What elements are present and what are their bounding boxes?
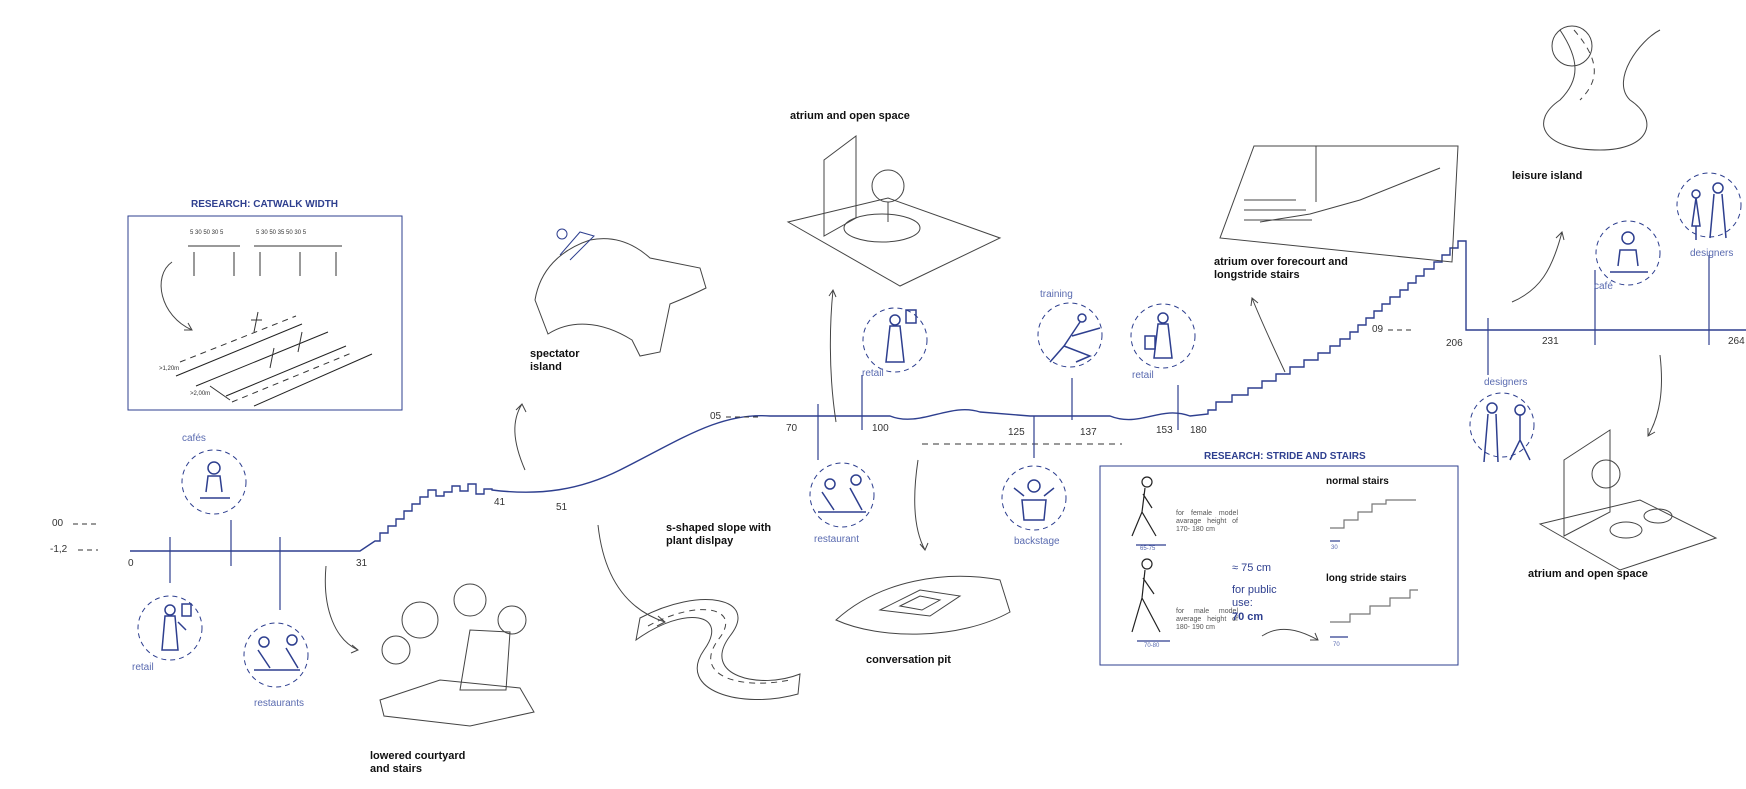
atrium-open-space-label-1: atrium and open space: [790, 110, 910, 122]
conversation-pit-label: conversation pit: [866, 654, 951, 666]
catwalk-dims-2: 5 30 50 35 50 30 5: [256, 230, 307, 236]
catwalk-dims-1: 5 30 50 30 5: [190, 230, 224, 236]
distance-label: 125: [1008, 427, 1025, 438]
arrow-icon: [828, 288, 837, 423]
person-icon: [161, 603, 192, 651]
program-label-restaurants: restaurants: [254, 698, 305, 709]
normal-stairs-dim: 30: [1331, 545, 1338, 551]
male-stride-range: 70-80: [1144, 643, 1160, 649]
distance-label: 231: [1542, 336, 1559, 347]
program-label-designers: designers: [1484, 377, 1528, 388]
spectator-island-label: spectator island: [530, 348, 580, 373]
atrium-open-space-sketch-1: [786, 135, 1002, 287]
distance-label: 206: [1446, 338, 1463, 349]
level-09-label: 09: [1372, 324, 1384, 335]
program-label-backstage: backstage: [1014, 536, 1060, 547]
approx-stride-value: ≈ 75 cm: [1232, 562, 1272, 574]
lowered-courtyard-label: lowered courtyard and stairs: [370, 750, 466, 775]
level-05-label: 05: [710, 411, 722, 422]
public-use-label: for public use:: [1232, 584, 1277, 609]
distance-label: 0: [128, 558, 134, 569]
normal-stairs-label: normal stairs: [1326, 476, 1389, 487]
cafe-circle: [1595, 220, 1661, 286]
program-label-retail: retail: [132, 662, 154, 673]
catwalk-width-1: >1,20m: [159, 366, 180, 372]
female-stride-range: 65-75: [1140, 546, 1156, 552]
retail-circle-3: [1130, 303, 1196, 369]
section-profile-line: [130, 240, 1746, 552]
arrow-icon: [597, 524, 666, 627]
program-label-restaurant: restaurant: [814, 534, 860, 545]
retail-circle-1: [137, 595, 203, 661]
stride-research-box: [1099, 465, 1459, 666]
program-label-retail: retail: [862, 368, 884, 379]
program-label-training: training: [1040, 289, 1073, 300]
male-stride-text: for male model average height of 180- 19…: [1176, 608, 1238, 631]
level-m12-label: -1,2: [50, 544, 68, 555]
person-icon: [1610, 231, 1648, 273]
walking-figure-icon: [1131, 476, 1157, 537]
catwalk-research-title: RESEARCH: CATWALK WIDTH: [191, 199, 339, 210]
restaurants-circle: [243, 622, 309, 688]
cafes-circle: [181, 449, 247, 515]
person-icon: [1013, 479, 1055, 521]
person-icon: [1144, 312, 1173, 359]
distance-label: 70: [786, 423, 798, 434]
s-slope-sketch: [635, 599, 801, 700]
walking-figure-icon: [1131, 558, 1161, 633]
distance-label: 180: [1190, 425, 1207, 436]
program-label-cafes: cafés: [182, 433, 206, 444]
distance-label: 137: [1080, 427, 1097, 438]
long-stairs-dim: 70: [1333, 642, 1340, 648]
lowered-courtyard-sketch: [379, 583, 535, 727]
catwalk-research-box: [127, 215, 403, 411]
backstage-circle: [1001, 465, 1067, 531]
atrium-forecourt-label: atrium over forecourt and longstride sta…: [1214, 256, 1348, 281]
female-stride-text: for female model avarage height of 170- …: [1176, 510, 1238, 533]
arrow-icon: [1261, 628, 1319, 641]
public-use-value: 70 cm: [1232, 611, 1264, 623]
level-00-label: 00: [52, 518, 64, 529]
distance-label: 100: [872, 423, 889, 434]
person-icon: [200, 461, 230, 499]
training-circle: [1037, 302, 1103, 368]
program-label-designers: designers: [1690, 248, 1734, 259]
arrow-icon: [914, 459, 929, 551]
person-icon: [1691, 182, 1727, 240]
distance-label: 264: [1728, 336, 1745, 347]
catwalk-width-2: >2,00m: [190, 391, 211, 397]
arrow-icon: [160, 261, 193, 331]
person-icon: [254, 634, 300, 671]
person-icon: [818, 474, 866, 513]
program-label-retail: retail: [1132, 370, 1154, 381]
retail-circle-2: [862, 307, 928, 373]
distance-label: 51: [556, 502, 568, 513]
s-slope-label: s-shaped slope with plant dislpay: [666, 522, 772, 547]
designers-circle-1: [1469, 392, 1535, 458]
spectator-island-sketch: [534, 228, 707, 357]
person-icon: [1483, 402, 1531, 463]
atrium-open-space-label-2: atrium and open space: [1528, 568, 1648, 580]
person-icon: [1049, 313, 1101, 363]
atrium-forecourt-sketch: [1219, 145, 1459, 263]
arrow-icon: [324, 565, 359, 654]
stride-research-title: RESEARCH: STRIDE AND STAIRS: [1204, 451, 1366, 462]
arrow-icon: [514, 403, 527, 471]
atrium-open-space-sketch-2: [1538, 429, 1718, 571]
program-label-cafe: café: [1594, 281, 1613, 292]
distance-label: 153: [1156, 425, 1173, 436]
arrow-icon: [1647, 354, 1662, 437]
conversation-pit-sketch: [835, 575, 1011, 635]
arrow-icon: [1511, 231, 1565, 303]
person-icon: [885, 309, 917, 363]
distance-label: 31: [356, 558, 368, 569]
designers-circle-2: [1676, 172, 1742, 238]
restaurant-circle: [809, 462, 875, 528]
arrow-icon: [1250, 297, 1286, 373]
distance-label: 41: [494, 497, 506, 508]
long-stairs-label: long stride stairs: [1326, 573, 1407, 584]
leisure-island-label: leisure island: [1512, 170, 1583, 182]
leisure-island-sketch: [1543, 25, 1661, 151]
